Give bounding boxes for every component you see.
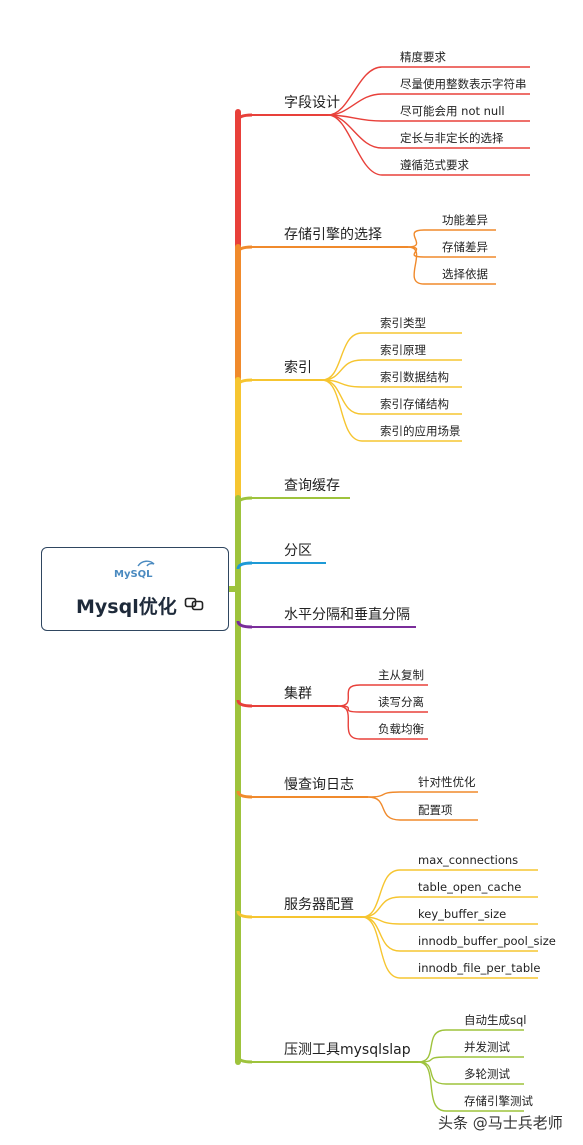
child-label: key_buffer_size — [418, 907, 506, 921]
branch-curve — [236, 561, 253, 570]
branch-curve — [236, 1055, 253, 1064]
child-label: 多轮测试 — [464, 1067, 510, 1081]
child-label: 遵循范式要求 — [400, 158, 469, 172]
child-connector — [407, 229, 425, 248]
child-label: 选择依据 — [442, 267, 488, 281]
child-connector — [321, 379, 363, 415]
child-label: 尽量使用整数表示字符串 — [400, 77, 527, 91]
child-label: 尽可能会用 not null — [400, 104, 505, 118]
child-connector — [361, 916, 401, 979]
child-connector — [321, 379, 363, 442]
branch-label: 字段设计 — [284, 95, 340, 111]
child-label: 存储差异 — [442, 240, 488, 254]
child-connector — [361, 869, 401, 918]
branch-6: 水平分隔和垂直分隔 — [236, 606, 416, 629]
branch-curve — [236, 790, 253, 799]
child-connector — [417, 1029, 447, 1063]
root-title: Mysql优化 — [76, 596, 177, 618]
branch-label: 压测工具mysqlslap — [284, 1042, 411, 1058]
root-node[interactable]: MySQL Mysql优化 — [41, 547, 229, 631]
child-connector — [367, 791, 401, 798]
branch-5: 分区 — [236, 543, 326, 570]
child-connector — [361, 916, 401, 952]
mysql-logo-icon: MySQL — [114, 560, 155, 580]
child-label: 定长与非定长的选择 — [400, 131, 504, 145]
branch-label: 存储引擎的选择 — [284, 227, 382, 243]
child-label: 索引类型 — [380, 316, 426, 330]
branch-curve — [236, 699, 253, 708]
logo-text: MySQL — [114, 569, 153, 580]
branch-curve — [236, 113, 253, 122]
child-connector — [407, 246, 425, 285]
child-label: 功能差异 — [442, 213, 488, 227]
branch-label: 查询缓存 — [284, 478, 340, 494]
child-connector — [321, 359, 363, 381]
child-label: 并发测试 — [464, 1040, 510, 1054]
link-icon[interactable] — [184, 596, 204, 612]
child-label: 索引原理 — [380, 343, 426, 357]
child-label: 读写分离 — [378, 695, 424, 709]
child-connector — [327, 114, 383, 176]
child-connector — [327, 114, 383, 149]
child-label: 针对性优化 — [418, 775, 476, 789]
branch-curve — [236, 910, 253, 919]
branch-label: 水平分隔和垂直分隔 — [284, 606, 410, 623]
child-connector — [327, 66, 383, 116]
branch-label: 索引 — [284, 359, 312, 376]
branch-4: 查询缓存 — [236, 478, 350, 505]
branch-curve — [236, 496, 253, 505]
child-label: 自动生成sql — [464, 1013, 527, 1027]
branch-label: 慢查询日志 — [284, 776, 354, 793]
child-connector — [327, 93, 383, 116]
child-connector — [417, 1056, 447, 1063]
child-connector — [361, 896, 401, 918]
branch-label: 集群 — [284, 685, 312, 702]
child-label: 精度要求 — [400, 50, 446, 64]
child-label: 索引数据结构 — [380, 370, 449, 384]
branch-curve — [236, 245, 253, 254]
child-label: 配置项 — [418, 803, 453, 817]
branch-curve — [236, 378, 253, 387]
child-label: 主从复制 — [378, 668, 424, 682]
child-connector — [417, 1061, 447, 1112]
child-label: innodb_buffer_pool_size — [418, 934, 556, 948]
child-label: 存储引擎测试 — [464, 1094, 533, 1108]
child-connector — [337, 705, 361, 740]
child-connector — [337, 684, 361, 707]
branch-label: 服务器配置 — [284, 897, 354, 913]
child-label: 索引的应用场景 — [380, 424, 461, 438]
branch-9: 服务器配置 max_connections table_open_cache key_… — [236, 853, 556, 979]
branch-label: 分区 — [284, 543, 312, 559]
child-connector — [321, 332, 363, 381]
child-connector — [417, 1061, 447, 1085]
child-label: 索引存储结构 — [380, 397, 449, 411]
child-label: table_open_cache — [418, 880, 521, 894]
child-label: max_connections — [418, 853, 518, 867]
watermark: 头条 @马士兵老师 — [438, 1114, 563, 1132]
child-connector — [367, 796, 401, 821]
child-label: 负载均衡 — [378, 722, 424, 736]
child-label: innodb_file_per_table — [418, 961, 540, 975]
branch-curve — [236, 620, 253, 629]
